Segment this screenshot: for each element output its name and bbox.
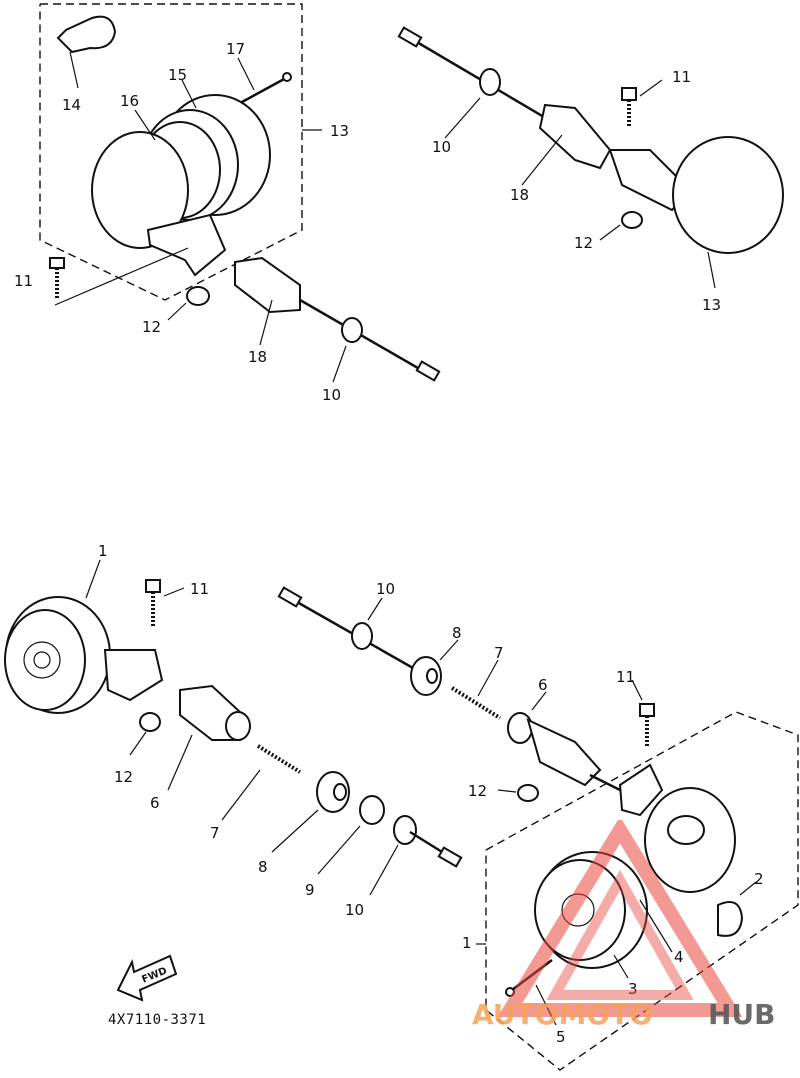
- callout-10: 10: [432, 138, 451, 156]
- callout-7: 7: [494, 644, 504, 662]
- callout-11: 11: [190, 580, 209, 598]
- nut-12: [167, 286, 210, 321]
- assembly-top-right: 11 10 18 12 13: [397, 26, 784, 314]
- screw-17: [237, 57, 292, 104]
- callout-14: 14: [62, 96, 81, 114]
- callout-5: 5: [556, 1028, 566, 1046]
- callout-17: 17: [226, 40, 245, 58]
- callout-8: 8: [452, 624, 462, 642]
- callout-12: 12: [142, 318, 161, 336]
- callout-3: 3: [628, 980, 638, 998]
- callout-1: 1: [98, 542, 108, 560]
- lens-housing-15-16: [91, 79, 271, 249]
- callout-18: 18: [510, 186, 529, 204]
- callout-7: 7: [210, 824, 220, 842]
- callout-12: 12: [574, 234, 593, 252]
- callout-15: 15: [168, 66, 187, 84]
- bolt-11: [49, 257, 65, 300]
- callout-13: 13: [702, 296, 721, 314]
- assembly-top-left: 14 15 16 17 13 11 12 18 10: [14, 3, 441, 404]
- fwd-arrow: FWD: [116, 954, 178, 1002]
- assembly-bottom-middle: 10 8 7 6: [277, 580, 631, 797]
- callout-13: 13: [330, 122, 349, 140]
- bulb-14: [56, 15, 117, 89]
- callout-1: 1: [462, 934, 472, 952]
- callout-16: 16: [120, 92, 139, 110]
- callout-9: 9: [305, 881, 315, 899]
- callout-2: 2: [754, 870, 764, 888]
- callout-12: 12: [114, 768, 133, 786]
- stem-18: [234, 256, 301, 346]
- callout-11: 11: [14, 272, 33, 290]
- callout-10: 10: [376, 580, 395, 598]
- callout-11: 11: [616, 668, 635, 686]
- callout-10: 10: [322, 386, 341, 404]
- grommet-wire-10: [299, 298, 441, 383]
- callout-6: 6: [538, 676, 548, 694]
- assembly-bottom-left: 1 11 12 6 7 8 9 10: [4, 542, 463, 919]
- callout-6: 6: [150, 794, 160, 812]
- callout-10: 10: [345, 901, 364, 919]
- callout-11: 11: [672, 68, 691, 86]
- callout-18: 18: [248, 348, 267, 366]
- callout-12: 12: [468, 782, 487, 800]
- diagram-code: 4X7110-3371: [108, 1012, 207, 1028]
- callout-8: 8: [258, 858, 268, 876]
- callout-4: 4: [674, 948, 684, 966]
